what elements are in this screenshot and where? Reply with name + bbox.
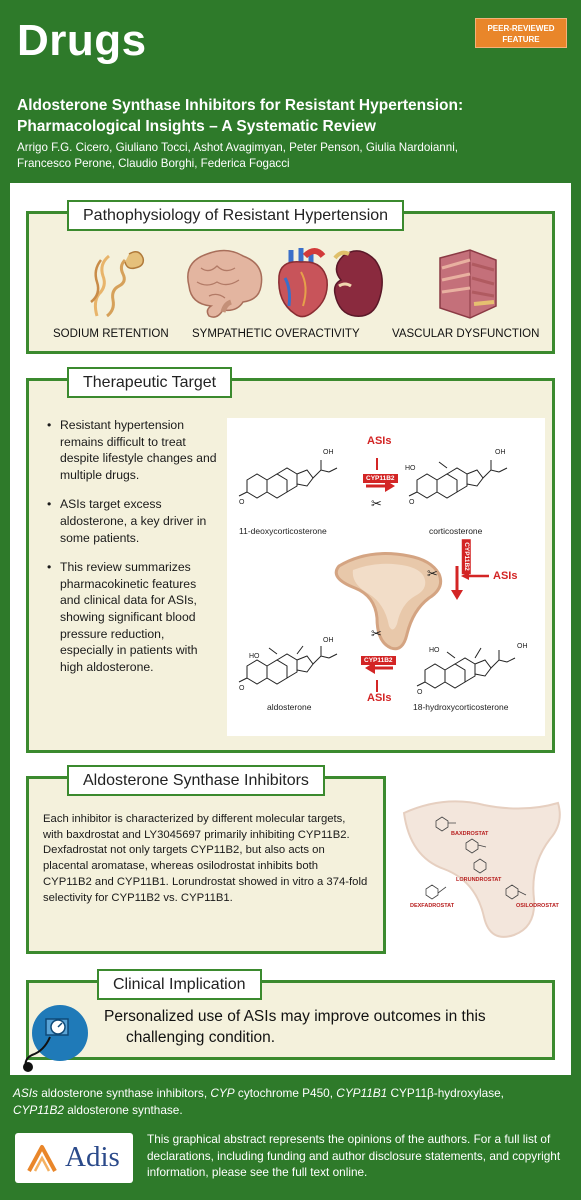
cyp11b2-tag-top: CYP11B2 — [363, 474, 398, 483]
therapeutic-target-section: Therapeutic Target Resistant hypertensio… — [26, 367, 555, 753]
abbreviations: ASIs aldosterone synthase inhibitors, CY… — [13, 1085, 573, 1118]
main-panel: Pathophysiology of Resistant Hypertensio… — [10, 183, 571, 1075]
asi-label-right: ASIs — [493, 570, 518, 582]
asi-description: Each inhibitor is characterized by diffe… — [43, 813, 368, 904]
atom-label: HO — [249, 653, 260, 660]
atom-label: OH — [495, 449, 506, 456]
publisher-name: Adis — [65, 1141, 120, 1173]
badge-line-2: FEATURE — [502, 35, 540, 44]
section-title: Clinical Implication — [97, 969, 262, 1000]
label-vascular-dysfunction: VASCULAR DYSFUNCTION — [392, 328, 540, 340]
cyp11b2-tag-bottom: CYP11B2 — [361, 656, 396, 665]
authors-line-1: Arrigo F.G. Cicero, Giuliano Tocci, Asho… — [17, 141, 458, 154]
authors-line-2: Francesco Perone, Claudio Borghi, Federi… — [17, 157, 290, 170]
pathophysiology-section: Pathophysiology of Resistant Hypertensio… — [26, 200, 555, 354]
kidney-nephron-icon — [90, 251, 145, 318]
adis-triangle-icon — [27, 1145, 57, 1172]
kidney-icon — [333, 250, 383, 317]
peer-reviewed-badge: PEER-REVIEWED FEATURE — [475, 18, 567, 48]
pathway-graphic: OH OH HO HO OH HO OH O O O O — [238, 449, 528, 696]
atom-label: OH — [323, 637, 334, 644]
molecule-structure — [238, 645, 338, 685]
bullet-item: ASIs target excess aldosterone, a key dr… — [47, 496, 217, 546]
authors: Arrigo F.G. Cicero, Giuliano Tocci, Asho… — [17, 140, 567, 172]
steroid-pathway-diagram: OH OH HO HO OH HO OH O O O O — [227, 418, 545, 736]
clinical-implication-section: Clinical Implication Personalized use of… — [26, 969, 555, 1060]
drug-label-osilodrostat: OSILODROSTAT — [516, 903, 560, 909]
disclaimer: This graphical abstract represents the o… — [147, 1132, 561, 1179]
asi-label-top: ASIs — [367, 435, 392, 447]
section-title: Therapeutic Target — [67, 367, 233, 398]
journal-name: Drugs — [17, 16, 147, 65]
drug-label-lorundrostat: LORUNDROSTAT — [456, 877, 502, 883]
heart-icon — [278, 248, 328, 318]
bullet-list: Resistant hypertension remains difficult… — [47, 417, 217, 688]
atom-label: O — [239, 685, 245, 692]
label-corticosterone: corticosterone — [429, 526, 483, 536]
abbrev-term: CYP11B1 — [336, 1086, 388, 1100]
drug-label-dexfadrostat: DEXFADROSTAT — [410, 903, 455, 909]
blood-pressure-monitor-icon — [23, 1005, 88, 1072]
label-aldosterone: aldosterone — [267, 702, 312, 712]
atom-label: OH — [517, 643, 528, 650]
cyp11b2-tag-right: CYP11B2 — [461, 539, 471, 574]
header: Drugs PEER-REVIEWED FEATURE Aldosterone … — [0, 0, 581, 183]
atom-label: O — [417, 689, 423, 696]
bullet-item: This review summarizes pharmacokinetic f… — [47, 559, 217, 675]
bullet-item: Resistant hypertension remains difficult… — [47, 417, 217, 483]
label-sympathetic-overactivity: SYMPATHETIC OVERACTIVITY — [192, 328, 360, 340]
clinical-statement: Personalized use of ASIs may improve out… — [104, 1006, 534, 1048]
atom-label: HO — [429, 647, 440, 654]
asi-section: Aldosterone Synthase Inhibitors Each inh… — [26, 765, 386, 954]
abbrev-def: aldosterone synthase. — [63, 1102, 183, 1117]
clinical-line-1: Personalized use of ASIs may improve out… — [104, 1008, 486, 1025]
scissors-icon: ✂ — [371, 496, 382, 511]
enzyme-binding-pocket-graphic: BAXDROSTAT LORUNDROSTAT DEXFADROSTAT OSI… — [402, 800, 561, 938]
molecule-structure — [408, 460, 508, 499]
scissors-icon: ✂ — [427, 566, 438, 581]
atom-label: O — [239, 499, 245, 506]
atom-label: O — [409, 499, 415, 506]
label-11-deoxycorticosterone: 11-deoxycorticosterone — [239, 526, 327, 536]
blood-vessel-icon — [439, 249, 497, 319]
abbrev-term: CYP11B2 — [13, 1102, 64, 1117]
title-line-2: Pharmacological Insights – A Systematic … — [17, 118, 376, 135]
atom-label: HO — [405, 465, 416, 472]
abbrev-def: aldosterone synthase inhibitors, — [37, 1086, 211, 1100]
label-sodium-retention: SODIUM RETENTION — [53, 328, 169, 340]
title-line-1: Aldosterone Synthase Inhibitors for Resi… — [17, 97, 464, 114]
adis-logo: Adis — [15, 1133, 133, 1183]
abbrev-term: CYP — [210, 1086, 235, 1100]
abbrev-term: ASIs — [13, 1086, 38, 1100]
molecule-structure — [416, 647, 516, 689]
label-18-hydroxycorticosterone: 18-hydroxycorticosterone — [413, 702, 509, 712]
brain-icon — [187, 249, 263, 318]
abbrev-def: CYP11β-hydroxylase, — [387, 1086, 504, 1100]
abbrev-def: cytochrome P450, — [234, 1086, 337, 1100]
section-title: Aldosterone Synthase Inhibitors — [67, 765, 325, 796]
badge-line-1: PEER-REVIEWED — [487, 24, 555, 33]
drug-label-baxdrostat: BAXDROSTAT — [451, 831, 489, 837]
scissors-icon: ✂ — [371, 626, 382, 641]
clinical-line-2: challenging condition. — [126, 1029, 276, 1046]
molecule-structure — [238, 460, 338, 499]
article-title: Aldosterone Synthase Inhibitors for Resi… — [17, 95, 567, 137]
section-title: Pathophysiology of Resistant Hypertensio… — [67, 200, 405, 231]
asi-label-bottom: ASIs — [367, 692, 392, 704]
atom-label: OH — [323, 449, 334, 456]
